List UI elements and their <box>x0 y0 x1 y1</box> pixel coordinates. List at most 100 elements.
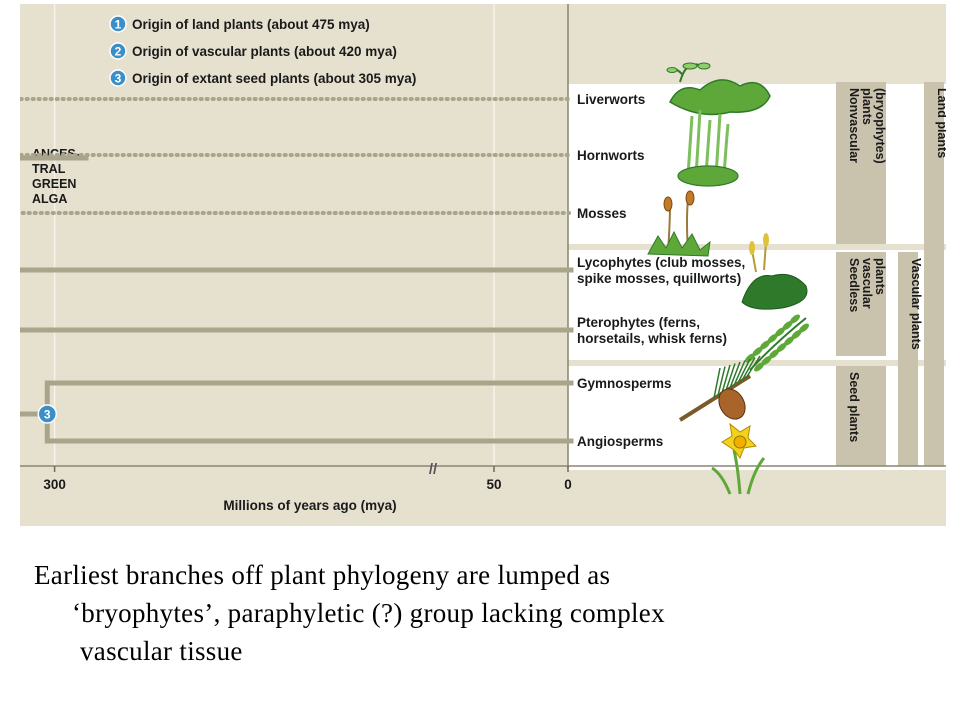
fern-pinna <box>799 323 809 333</box>
liverwort-thallus <box>669 79 771 116</box>
pine-needle <box>741 357 756 381</box>
taxon-label: Liverworts <box>577 92 645 107</box>
liverwort-cap <box>666 67 678 73</box>
pine-needle <box>733 360 746 386</box>
caption-line-2: ‘bryophytes’, paraphyletic (?) group lac… <box>72 598 665 628</box>
pine-needle <box>737 358 751 384</box>
group-nonvascular <box>836 82 886 244</box>
legend-number: 2 <box>115 45 122 59</box>
pine-needle <box>725 363 736 391</box>
pine-needle <box>721 364 731 394</box>
mosses-lineage <box>20 211 571 215</box>
daffodil-stem <box>711 449 766 495</box>
moss-capsule <box>685 190 695 206</box>
group-seedless-vascular-label: plants <box>873 258 887 295</box>
taxon-label: Mosses <box>577 206 627 221</box>
moss-leaves <box>647 230 711 257</box>
liverwort-cap <box>697 62 711 70</box>
fern-pinna <box>754 362 764 372</box>
fern-pinna <box>761 356 772 365</box>
moss-capsule <box>663 196 673 212</box>
axis-tick-label: 300 <box>43 477 66 492</box>
hornwort-base <box>677 165 739 187</box>
fern-pinna <box>775 327 785 337</box>
daffodil-flower-icon <box>711 422 766 495</box>
caption-line-3: vascular tissue <box>80 636 243 666</box>
taxon-label: Angiosperms <box>577 434 663 449</box>
group-land <box>924 82 944 466</box>
taxon-label: Hornworts <box>577 148 645 163</box>
taxon-label: Lycophytes (club mosses, <box>577 255 745 270</box>
legend-number-icon <box>109 15 127 33</box>
fern-pinna <box>782 321 793 330</box>
group-seedless-vascular <box>836 252 886 356</box>
fern-pinna <box>760 340 770 350</box>
fern-pinna <box>752 347 763 356</box>
taxon-label: spike mosses, quillworts) <box>577 271 741 286</box>
root-label: GREEN <box>32 177 76 191</box>
group-seedless-vascular-label: Seedless <box>847 258 861 312</box>
angiosperms-lineage <box>44 411 574 444</box>
legend-item: Origin of vascular plants (about 420 mya… <box>132 44 397 59</box>
axis-break-mark: // <box>429 461 438 478</box>
taxon-label: Pterophytes (ferns, <box>577 315 700 330</box>
group-nonvascular-label: plants <box>860 88 874 125</box>
fern-pinna <box>769 349 779 359</box>
pine-needle <box>717 366 726 396</box>
legend-number: 3 <box>115 72 122 86</box>
fern-pinna <box>790 314 800 324</box>
liverwort-plant-icon <box>666 62 771 116</box>
pine-needle <box>713 367 721 399</box>
lycophytes-lineage <box>20 267 574 273</box>
hornwort-plant-icon <box>677 109 739 187</box>
group-nonvascular-label: Nonvascular <box>847 88 861 163</box>
pine-needle <box>745 355 761 379</box>
daffodil-trumpet <box>733 435 747 449</box>
liverworts-lineage <box>20 97 571 101</box>
legend-number: 1 <box>115 18 122 32</box>
fern-pinna <box>784 336 794 346</box>
root-label: ALGA <box>32 192 67 206</box>
root-label: TRAL <box>32 162 66 176</box>
group-seed-plants-label: Seed plants <box>847 372 861 442</box>
legend-item: Origin of extant seed plants (about 305 … <box>132 71 416 86</box>
pine-branch <box>678 374 752 422</box>
pine-needle <box>729 361 741 389</box>
panel-divider <box>568 244 946 250</box>
taxon-label: Gymnosperms <box>577 376 672 391</box>
fern-pinna <box>791 330 802 339</box>
axis-title: Millions of years ago (mya) <box>223 498 396 513</box>
gymnosperms-lineage <box>44 380 574 417</box>
group-vascular <box>898 252 918 466</box>
liverwort-cap <box>682 62 698 70</box>
pterophytes-lineage <box>20 327 574 333</box>
pine-cone <box>718 388 746 420</box>
legend-number-icon <box>109 42 127 60</box>
group-vascular-label: Vascular plants <box>909 258 923 350</box>
group-seedless-vascular-label: vascular <box>860 258 874 309</box>
node-marker-icon <box>37 404 58 424</box>
group-seed-plants <box>836 366 886 466</box>
caption: Earliest branches off plant phylogeny ar… <box>34 556 934 670</box>
taxon-label: horsetails, whisk ferns) <box>577 331 727 346</box>
group-nonvascular-label: (bryophytes) <box>873 88 887 164</box>
hornworts-lineage <box>20 153 571 157</box>
group-land-label: Land plants <box>935 88 946 158</box>
axis-tick-label: 50 <box>486 477 501 492</box>
lycophyte-plant-icon <box>741 233 808 310</box>
caption-line-1: Earliest branches off plant phylogeny ar… <box>34 560 611 590</box>
node-number: 3 <box>44 408 51 422</box>
fern-pinna <box>745 353 755 363</box>
lycophyte-strobilus <box>763 233 769 247</box>
legend-item: Origin of land plants (about 475 mya) <box>132 17 370 32</box>
fern-pinna <box>767 334 778 343</box>
legend-number-icon <box>109 69 127 87</box>
pine-cone-icon <box>678 355 761 422</box>
moss-plant-icon <box>647 190 711 257</box>
axis-tick-label: 0 <box>564 477 572 492</box>
lycophyte-mat <box>741 273 808 310</box>
fern-pinna <box>776 343 787 352</box>
lycophyte-strobilus <box>749 241 755 255</box>
